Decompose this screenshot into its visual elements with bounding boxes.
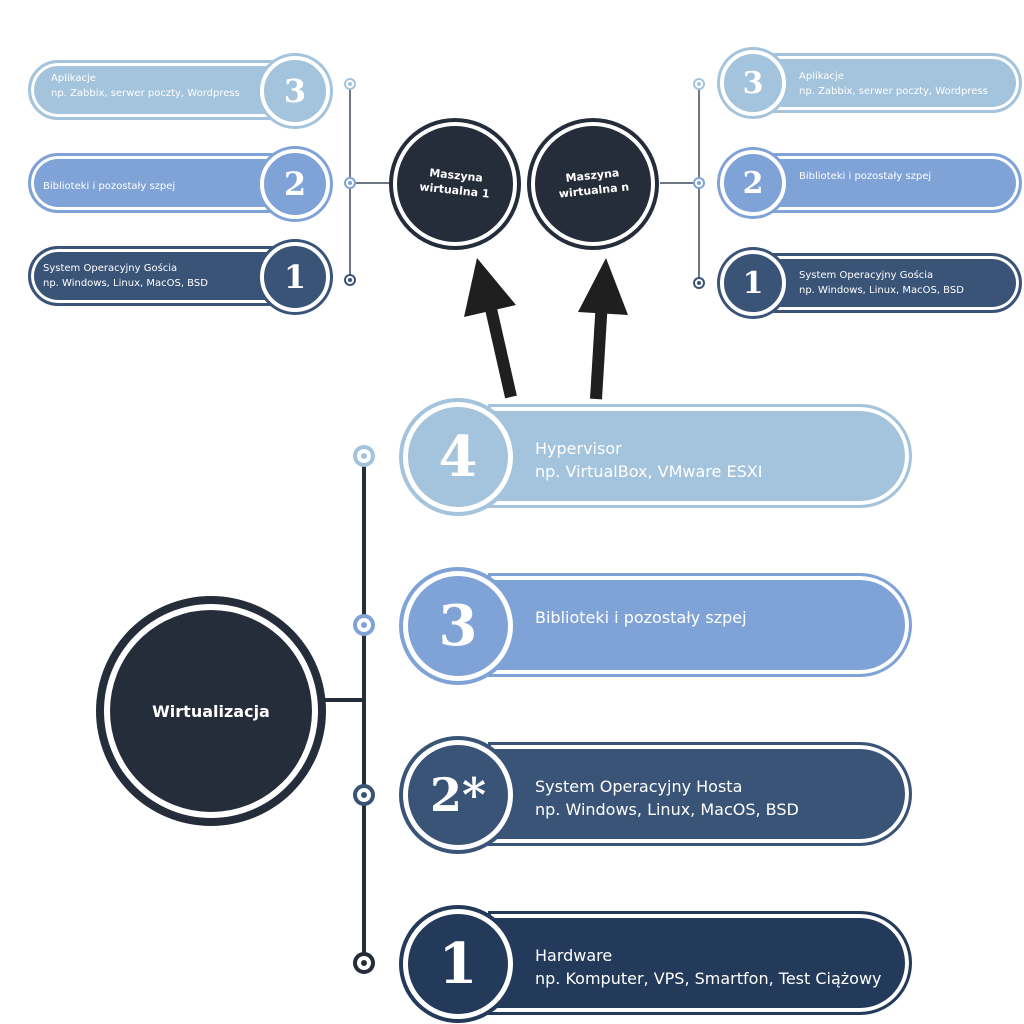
layer-1-title: Hardware	[535, 946, 613, 965]
right-node-3	[693, 78, 705, 90]
vm-1-layer-2-title: Biblioteki i pozostały szpej	[43, 181, 176, 192]
vm-n-label: Maszyna wirtualna n	[557, 166, 630, 201]
virtualization-label: Wirtualizacja	[152, 701, 270, 721]
left-node-2	[344, 177, 356, 189]
vm-n-badge-3: 3	[720, 50, 786, 116]
layer-3-badge: 3	[403, 571, 513, 681]
vm-1-layer-3-example: np. Zabbix, serwer poczty, Wordpress	[51, 87, 240, 99]
vm-1-layer-3-title: Aplikacje	[51, 73, 96, 84]
layer-4-hypervisor: Hypervisor np. VirtualBox, VMware ESXI	[488, 404, 912, 508]
vm-1-label: Maszyna wirtualna 1	[418, 166, 490, 201]
layer-1-hardware: Hardware np. Komputer, VPS, Smartfon, Te…	[488, 911, 912, 1015]
vm-n-layer-3-example: np. Zabbix, serwer poczty, Wordpress	[799, 85, 988, 97]
right-node-1	[693, 277, 705, 289]
vm-1-circle: Maszyna wirtualna 1	[393, 122, 517, 246]
left-node-3	[344, 78, 356, 90]
vm-1-layer-1-example: np. Windows, Linux, MacOS, BSD	[43, 277, 208, 289]
layer-2-title: System Operacyjny Hosta	[535, 777, 743, 796]
vm-n-layer-1: System Operacyjny Gościa np. Windows, Li…	[752, 253, 1022, 313]
vm-n-badge-2: 2	[720, 150, 786, 216]
vm-n-layer-2: Biblioteki i pozostały szpej	[752, 153, 1022, 213]
vm-1-badge-2: 2	[260, 149, 330, 219]
layer-4-title: Hypervisor	[535, 439, 622, 458]
layer-3-libraries: Biblioteki i pozostały szpej	[488, 573, 912, 677]
right-node-2	[693, 177, 705, 189]
timeline-node-3	[353, 614, 375, 636]
vm-n-badge-1: 1	[720, 250, 786, 316]
vm-n-layer-2-title: Biblioteki i pozostały szpej	[799, 171, 932, 182]
left-node-1	[344, 274, 356, 286]
layer-1-example: np. Komputer, VPS, Smartfon, Test Ciążow…	[535, 969, 882, 989]
arrow-to-vm-1	[464, 258, 517, 399]
timeline-node-2	[353, 784, 375, 806]
vm-1-badge-3: 3	[260, 56, 330, 126]
vm-n-layer-1-title: System Operacyjny Gościa	[799, 270, 934, 281]
layer-1-badge: 1	[403, 909, 513, 1019]
vm-1-layer-2: Biblioteki i pozostały szpej	[28, 153, 290, 213]
vm-n-layer-3-title: Aplikacje	[799, 71, 844, 82]
vm-n-circle: Maszyna wirtualna n	[531, 122, 655, 246]
vm-1-layer-1-title: System Operacyjny Gościa	[43, 263, 178, 274]
layer-4-example: np. VirtualBox, VMware ESXI	[535, 462, 763, 482]
layer-2-example: np. Windows, Linux, MacOS, BSD	[535, 800, 799, 820]
timeline-node-1	[353, 952, 375, 974]
virtualization-circle: Wirtualizacja	[104, 604, 318, 818]
vm-1-layer-3: Aplikacje np. Zabbix, serwer poczty, Wor…	[28, 60, 290, 120]
vm-1-layer-1: System Operacyjny Gościa np. Windows, Li…	[28, 246, 290, 306]
timeline-node-4	[353, 445, 375, 467]
layer-2-badge: 2*	[403, 740, 513, 850]
vm-n-layer-1-example: np. Windows, Linux, MacOS, BSD	[799, 284, 964, 296]
vm-n-layer-3: Aplikacje np. Zabbix, serwer poczty, Wor…	[752, 53, 1022, 113]
layer-4-badge: 4	[403, 402, 513, 512]
arrow-to-vm-n	[578, 258, 628, 400]
layer-3-title: Biblioteki i pozostały szpej	[535, 608, 747, 627]
layer-2-host-os: System Operacyjny Hosta np. Windows, Lin…	[488, 742, 912, 846]
vm-1-badge-1: 1	[260, 242, 330, 312]
